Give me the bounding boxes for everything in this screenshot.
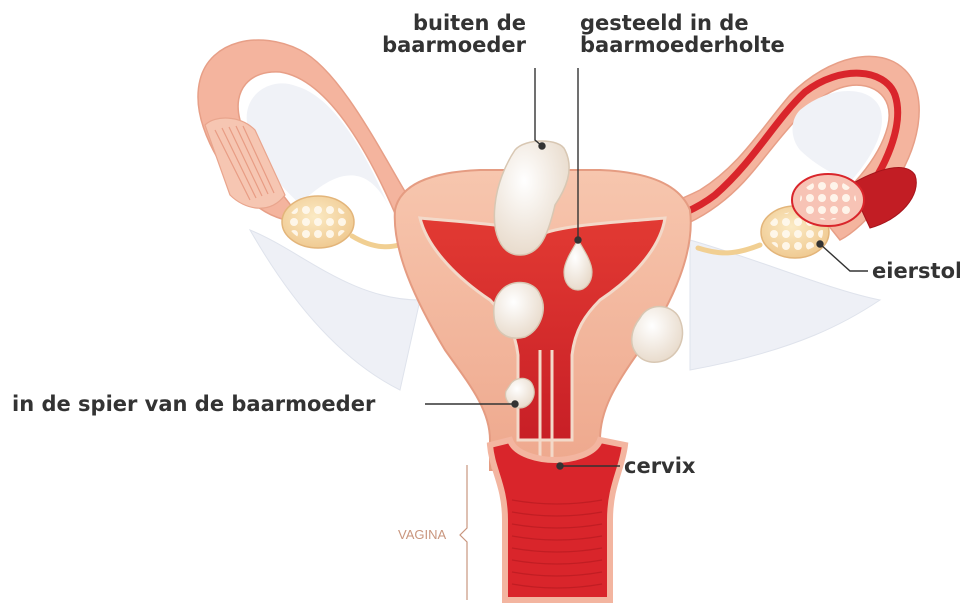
label-pedunculated-line1: gesteeld in de	[580, 12, 785, 34]
broad-ligament-right	[690, 240, 880, 370]
label-in-muscle: in de spier van de baarmoeder	[12, 393, 375, 415]
vagina-bracket	[460, 465, 467, 600]
label-vagina: VAGINA	[398, 527, 446, 542]
leader-ovary	[820, 244, 868, 271]
broad-ligament	[250, 230, 420, 390]
intramural-fibroid-left	[494, 283, 543, 339]
label-pedunculated-line2: baarmoederholte	[580, 34, 785, 56]
label-outside-line1: buiten de	[380, 12, 526, 34]
label-pedunculated: gesteeld in de baarmoederholte	[580, 12, 785, 56]
label-outside-line2: baarmoeder	[380, 34, 526, 56]
leader-outside	[535, 68, 542, 146]
label-ovary: eierstok	[872, 260, 960, 282]
label-outside-uterus: buiten de baarmoeder	[380, 12, 526, 56]
label-cervix: cervix	[624, 455, 695, 477]
